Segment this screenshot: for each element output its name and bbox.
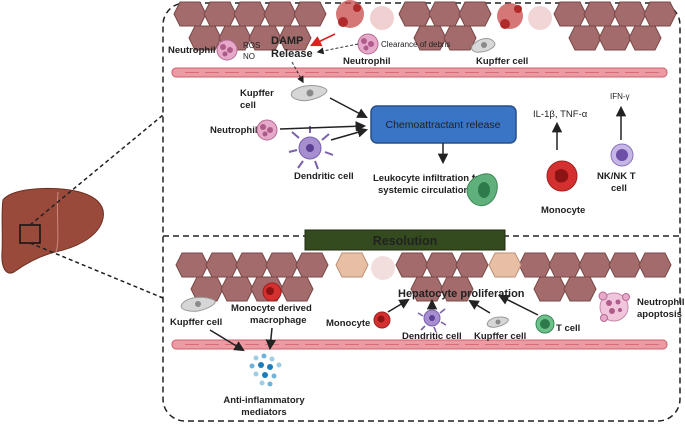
monocyte-cell-bottom (373, 311, 391, 329)
top-blood-vessel (171, 67, 668, 78)
damp-release-label-2: Release (271, 48, 313, 60)
mdm-label-1: Monocyte derived (231, 303, 312, 314)
resolution-banner (304, 229, 506, 251)
damaged-hepatocytes (336, 0, 552, 30)
kupffer-cell-mid (290, 85, 328, 102)
kupffer-cell-bottom-mid (486, 316, 509, 328)
zoom-line-top (29, 114, 164, 226)
il1b-tnfa-label: IL-1β, TNF-α (533, 109, 588, 120)
anti-inflammatory-dots (249, 353, 282, 387)
nk-label-1: NK/NK T (597, 171, 636, 182)
clearance-dashed-arrow (316, 43, 359, 55)
regenerating-hepatocytes (335, 252, 522, 280)
neutrophil-mid-label: Neutrophil (210, 125, 258, 136)
mdm-to-anti-arrow (265, 327, 277, 351)
kupffer-bottom-mid-label: Kupffer cell (474, 331, 526, 342)
monocyte-to-prolif-arrow (387, 298, 410, 313)
nk-label-2: cell (611, 183, 627, 194)
damp-to-kupffer-arrow (291, 61, 304, 84)
anti-inflammatory-label-2: mediators (241, 407, 286, 418)
monocyte-cell-top (546, 160, 578, 192)
damp-red-arrow (309, 33, 336, 47)
apoptotic-neutrophil (598, 291, 630, 322)
anti-inflammatory-label-1: Anti-inflammatory (223, 395, 305, 406)
tcell-to-prolif-arrow (498, 295, 539, 316)
kupffer-cell-top (471, 38, 496, 53)
kupffer-to-anti-arrow (209, 329, 245, 352)
neutrophil-cell-center (357, 33, 379, 55)
kupffer-to-chemo-arrow (329, 97, 368, 118)
clearance-label: Clearance of debris (381, 40, 450, 49)
ros-label: ROS (243, 41, 260, 50)
zoom-panel-border (162, 2, 681, 422)
monocyte-bottom-label: Monocyte (326, 318, 370, 329)
t-cell (535, 314, 555, 334)
neutrophil-cell-left (216, 39, 238, 61)
neutrophil-cell-mid (256, 119, 278, 141)
no-label: NO (243, 52, 255, 61)
damp-release-label-1: DAMP (271, 35, 303, 47)
t-cell-label: T cell (556, 323, 580, 334)
infiltrating-leukocyte (466, 173, 498, 207)
infiltration-label-2: systemic circulation (378, 185, 470, 196)
kupffer-bottom-left-label: Kupffer cell (170, 317, 222, 328)
neutrophil-apoptosis-label-1: Neutrophil (637, 297, 685, 308)
kupffer-to-prolif-arrow (468, 299, 491, 314)
kupffer-mid-label-2: cell (240, 100, 256, 111)
kupffer-mid-label-1: Kupffer (240, 88, 274, 99)
liver-organ (1, 187, 104, 274)
dendritic-cell-top (288, 126, 334, 170)
nk-cell (610, 143, 634, 167)
dendritic-cell-bottom (417, 303, 447, 333)
monocyte-top-label: Monocyte (541, 205, 585, 216)
ifng-label: IFN-γ (610, 92, 630, 101)
mdm-label-2: macrophage (250, 315, 307, 326)
kupffer-cell-bottom-left (180, 296, 216, 312)
monocyte-derived-macrophage (262, 282, 282, 302)
infiltration-label-1: Leukocyte infiltration from (373, 173, 493, 184)
neutrophil-left-label: Neutrophil (168, 45, 216, 56)
dendritic-to-chemo-arrow (330, 127, 369, 141)
chemoattractant-label: Chemoattractant release (386, 119, 501, 131)
neutrophil-apoptosis-label-2: apoptosis (637, 309, 682, 320)
bottom-blood-vessel (171, 339, 668, 350)
dendritic-top-label: Dendritic cell (294, 171, 354, 182)
neutrophil-to-chemo-arrow (279, 121, 367, 132)
zoom-line-bottom (29, 242, 164, 299)
kupffer-top-label: Kupffer cell (476, 56, 528, 67)
hepatocyte-proliferation-label: Hepatocyte proliferation (398, 288, 525, 300)
neutrophil-center-label: Neutrophil (343, 56, 391, 67)
resolution-banner-label: Resolution (373, 234, 438, 248)
dendritic-bottom-label: Dendritic cell (402, 331, 462, 342)
